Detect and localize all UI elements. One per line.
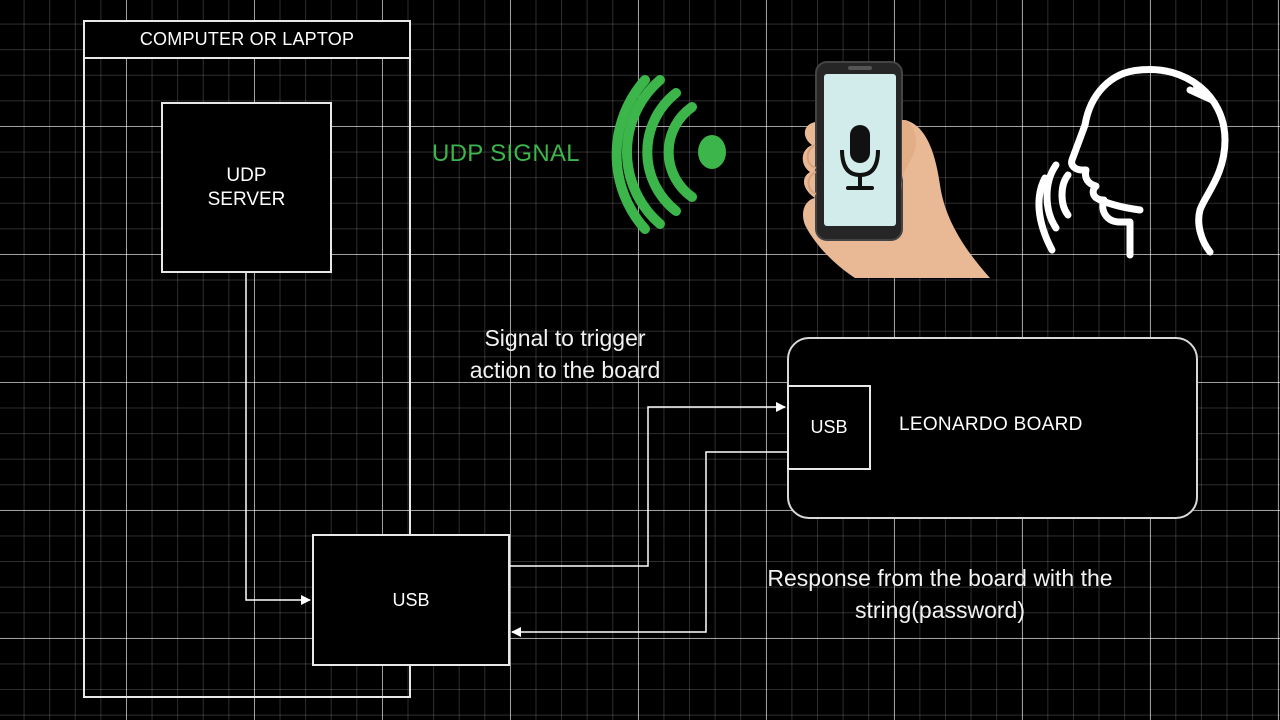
computer-usb-label: USB — [392, 589, 430, 610]
udp-server-label-line2: SERVER — [207, 188, 286, 210]
leonardo-board-label: LEONARDO BOARD — [899, 414, 1083, 435]
response-caption-line2: string(password) — [855, 597, 1025, 623]
computer-title: COMPUTER OR LAPTOP — [83, 20, 411, 59]
udp-signal-label: UDP SIGNAL — [432, 140, 580, 167]
board-usb-box: USB — [787, 385, 871, 470]
board-usb-label: USB — [810, 417, 848, 437]
usb-to-board-connector — [510, 402, 786, 567]
udp-server-label-line1: UDP — [226, 164, 267, 186]
computer-usb-box: USB — [312, 534, 510, 666]
trigger-caption: Signal to trigger action to the board — [430, 322, 700, 386]
response-caption-line1: Response from the board with the — [767, 565, 1113, 591]
udp-server-box: UDP SERVER — [161, 102, 332, 273]
trigger-caption-line1: Signal to trigger — [484, 325, 646, 351]
response-caption: Response from the board with the string(… — [720, 562, 1160, 626]
server-to-usb-connector — [245, 273, 311, 605]
trigger-caption-line2: action to the board — [469, 357, 661, 383]
board-to-usb-connector — [511, 451, 787, 637]
